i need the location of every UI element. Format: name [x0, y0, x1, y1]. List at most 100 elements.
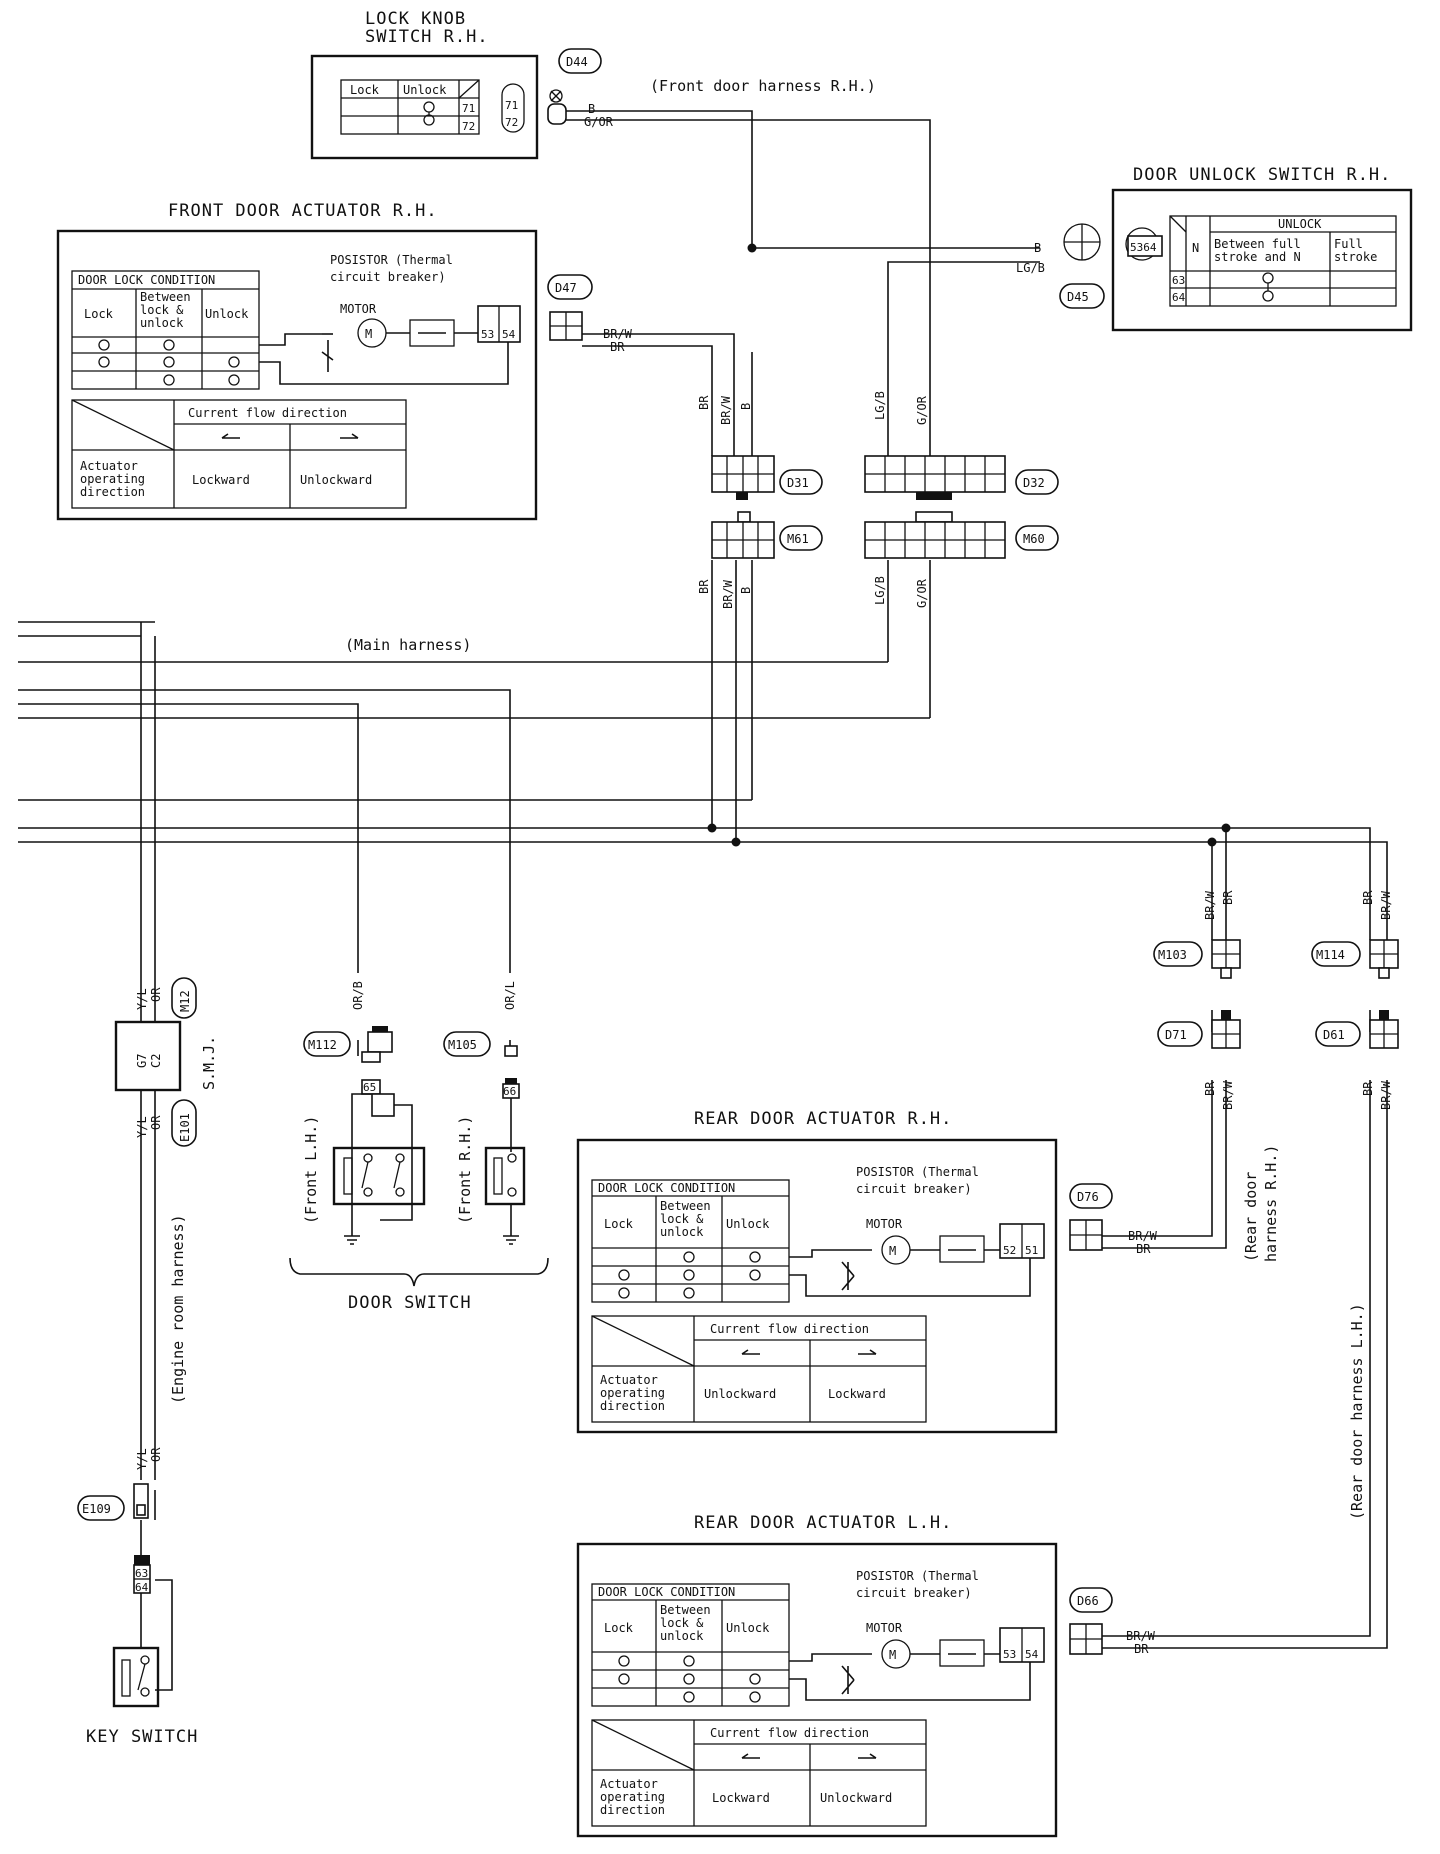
- svg-text:5364: 5364: [1130, 241, 1157, 254]
- svg-text:circuit breaker): circuit breaker): [856, 1182, 972, 1196]
- connector-d47: D47: [547, 274, 593, 341]
- svg-text:E109: E109: [82, 1502, 111, 1516]
- lock-knob-switch-rh: LOCK KNOB SWITCH R.H. Lock Unlock 71 72 …: [310, 9, 539, 160]
- svg-text:D32: D32: [1023, 476, 1045, 490]
- svg-text:Unlockward: Unlockward: [704, 1387, 776, 1401]
- svg-text:D66: D66: [1077, 1594, 1099, 1608]
- door-unlock-switch-rh: DOOR UNLOCK SWITCH R.H. UNLOCK N Between…: [1111, 165, 1413, 332]
- svg-text:D31: D31: [787, 476, 809, 490]
- svg-text:lock &: lock &: [660, 1212, 704, 1226]
- svg-text:direction: direction: [80, 485, 145, 499]
- svg-text:Between: Between: [660, 1603, 711, 1617]
- svg-text:OR/L: OR/L: [503, 981, 517, 1010]
- svg-text:D76: D76: [1077, 1190, 1099, 1204]
- svg-text:Actuator: Actuator: [600, 1777, 658, 1791]
- svg-text:63: 63: [135, 1567, 148, 1580]
- lock-knob-col-lock: Lock: [350, 83, 380, 97]
- svg-text:unlock: unlock: [660, 1629, 704, 1643]
- key-switch: 63 64 KEY SWITCH: [86, 1555, 197, 1747]
- svg-text:unlock: unlock: [140, 316, 184, 330]
- svg-text:M114: M114: [1316, 948, 1345, 962]
- svg-text:D44: D44: [566, 55, 588, 69]
- connector-m103: BR/W BR M103: [1153, 890, 1241, 979]
- svg-text:Actuator: Actuator: [80, 459, 138, 473]
- door-switch-front-lh: OR/B M112 65 (Front L.H.): [302, 981, 426, 1245]
- harness-main: (Main harness): [345, 636, 471, 654]
- connector-m114: BR BR/W M114: [1311, 890, 1399, 979]
- rear-lh-title: REAR DOOR ACTUATOR L.H.: [694, 1513, 952, 1533]
- svg-text:BR: BR: [1221, 890, 1235, 905]
- front-door-actuator-rh: FRONT DOOR ACTUATOR R.H. DOOR LOCK CONDI…: [56, 201, 538, 521]
- svg-text:LG/B: LG/B: [873, 576, 887, 605]
- connector-d44: D44: [547, 48, 602, 125]
- svg-text:B: B: [1034, 241, 1041, 255]
- svg-text:stroke and N: stroke and N: [1214, 250, 1301, 264]
- svg-text:M105: M105: [448, 1038, 477, 1052]
- svg-text:BR/W: BR/W: [1128, 1229, 1158, 1243]
- svg-text:G/OR: G/OR: [915, 395, 929, 425]
- svg-text:POSISTOR (Thermal: POSISTOR (Thermal: [856, 1569, 979, 1583]
- svg-text:OR: OR: [149, 1115, 163, 1130]
- connector-d71: D71 BR BR/W: [1157, 1010, 1241, 1110]
- svg-text:DOOR LOCK CONDITION: DOOR LOCK CONDITION: [598, 1585, 735, 1599]
- svg-text:Unlockward: Unlockward: [820, 1791, 892, 1805]
- svg-text:POSISTOR (Thermal: POSISTOR (Thermal: [330, 253, 453, 267]
- svg-text:Lock: Lock: [604, 1621, 634, 1635]
- svg-text:M61: M61: [787, 532, 809, 546]
- svg-text:OR/B: OR/B: [351, 981, 365, 1010]
- svg-text:53: 53: [1003, 1648, 1016, 1661]
- svg-text:Current flow direction: Current flow direction: [188, 406, 347, 420]
- svg-text:operating: operating: [600, 1790, 665, 1804]
- door-switch-front-rh: OR/L M105 66 (Front R.H.): [443, 981, 526, 1245]
- lock-knob-pin-71: 71: [462, 102, 475, 115]
- svg-text:Full: Full: [1334, 237, 1363, 251]
- svg-text:operating: operating: [600, 1386, 665, 1400]
- svg-text:M: M: [365, 327, 372, 341]
- svg-text:Between full: Between full: [1214, 237, 1301, 251]
- rear-door-actuator-lh: REAR DOOR ACTUATOR L.H. DOOR LOCK CONDIT…: [576, 1513, 1058, 1838]
- svg-text:BR/W: BR/W: [721, 579, 735, 609]
- svg-text:circuit breaker): circuit breaker): [330, 270, 446, 284]
- svg-text:BR: BR: [1134, 1642, 1149, 1656]
- wire-d44-b: B: [588, 102, 595, 116]
- svg-text:M112: M112: [308, 1038, 337, 1052]
- connector-d66: D66: [1069, 1587, 1124, 1655]
- wires: [18, 110, 1388, 1691]
- svg-text:DOOR LOCK CONDITION: DOOR LOCK CONDITION: [78, 273, 215, 287]
- harness-engine-room: (Engine room harness): [169, 1214, 187, 1404]
- svg-text:M60: M60: [1023, 532, 1045, 546]
- svg-text:54: 54: [502, 328, 516, 341]
- svg-text:DOOR LOCK CONDITION: DOOR LOCK CONDITION: [598, 1181, 735, 1195]
- svg-text:53: 53: [481, 328, 494, 341]
- svg-text:S.M.J.: S.M.J.: [200, 1036, 218, 1090]
- svg-text:LG/B: LG/B: [1016, 261, 1045, 275]
- svg-text:operating: operating: [80, 472, 145, 486]
- lock-knob-pin-72: 72: [462, 120, 475, 133]
- svg-text:Between: Between: [660, 1199, 711, 1213]
- svg-text:63: 63: [1172, 274, 1185, 287]
- svg-text:Lock: Lock: [604, 1217, 634, 1231]
- svg-text:BR: BR: [1361, 1081, 1375, 1096]
- connector-e109: Y/L OR E109: [77, 1447, 163, 1521]
- svg-text:M103: M103: [1158, 948, 1187, 962]
- svg-text:BR: BR: [697, 395, 711, 410]
- svg-text:G/OR: G/OR: [915, 578, 929, 608]
- svg-text:64: 64: [1172, 291, 1186, 304]
- svg-text:LG/B: LG/B: [873, 391, 887, 420]
- svg-text:Y/L: Y/L: [135, 1116, 149, 1138]
- svg-text:Current flow direction: Current flow direction: [710, 1726, 869, 1740]
- svg-text:Lockward: Lockward: [192, 473, 250, 487]
- smj: Y/L OR M12 G7 C2 S.M.J. Y/L OR E101: [114, 977, 218, 1147]
- svg-text:OR: OR: [149, 1447, 163, 1462]
- svg-text:66: 66: [503, 1085, 516, 1098]
- svg-text:POSISTOR (Thermal: POSISTOR (Thermal: [856, 1165, 979, 1179]
- svg-text:Actuator: Actuator: [600, 1373, 658, 1387]
- door-switch-brace: [289, 1257, 549, 1287]
- harness-front-door-rh: (Front door harness R.H.): [650, 77, 876, 95]
- connector-d76: D76: [1069, 1183, 1126, 1251]
- svg-text:BR/W: BR/W: [719, 395, 733, 425]
- connector-d31: BR BR/W B D31: [697, 395, 823, 500]
- lock-knob-col-unlock: Unlock: [403, 83, 447, 97]
- svg-text:unlock: unlock: [660, 1225, 704, 1239]
